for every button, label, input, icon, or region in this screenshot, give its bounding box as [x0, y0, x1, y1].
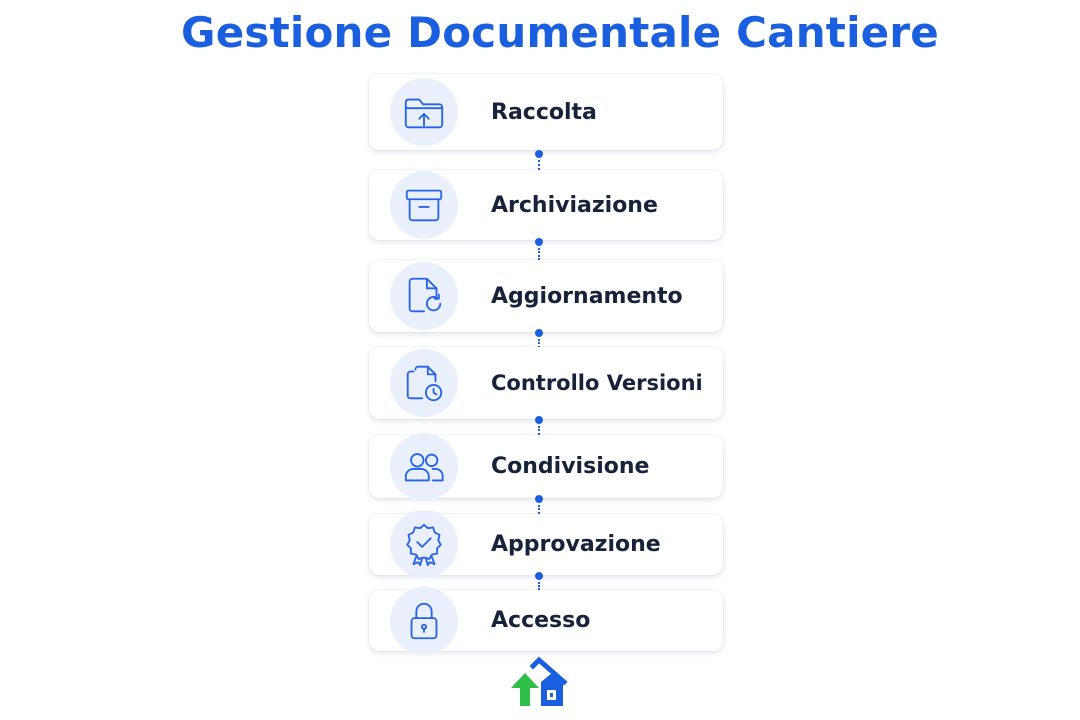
connector-line	[538, 505, 540, 514]
step-card-approvazione: Approvazione	[369, 510, 723, 578]
step-card-archiviazione: Archiviazione	[369, 170, 723, 240]
connector-line	[538, 248, 540, 260]
step-label: Condivisione	[491, 454, 650, 479]
users-icon	[404, 453, 444, 482]
step-card-accesso: Accesso	[369, 587, 723, 655]
flow-connector	[533, 329, 545, 351]
file-refresh-icon	[408, 277, 442, 313]
flow-connector	[533, 495, 545, 514]
connector-dot	[535, 416, 543, 424]
home-arrow-logo-icon	[511, 656, 568, 706]
icon-circle	[390, 433, 458, 501]
icon-circle	[390, 78, 458, 146]
step-label: Accesso	[491, 608, 591, 633]
connector-line	[538, 582, 540, 590]
step-label: Aggiornamento	[491, 283, 683, 309]
process-flow: Raccolta Archiviazione Aggi	[369, 0, 723, 720]
icon-circle	[390, 510, 458, 578]
flow-connector	[533, 572, 545, 590]
folder-upload-icon	[404, 98, 444, 129]
step-label: Controllo Versioni	[491, 371, 703, 395]
connector-line	[538, 426, 540, 435]
step-card-aggiornamento: Aggiornamento	[369, 260, 723, 332]
step-label: Approvazione	[491, 532, 661, 557]
step-card-condivisione: Condivisione	[369, 433, 723, 501]
step-label: Raccolta	[491, 99, 597, 125]
connector-line	[538, 339, 540, 351]
connector-dot	[535, 238, 543, 246]
connector-dot	[535, 495, 543, 503]
flow-connector	[533, 238, 545, 260]
connector-dot	[535, 150, 543, 158]
lock-icon	[410, 602, 438, 640]
connector-dot	[535, 329, 543, 337]
page-title: Gestione Documentale Cantiere	[181, 8, 939, 57]
file-history-icon	[406, 365, 443, 402]
flow-connector	[533, 150, 545, 170]
icon-circle	[390, 262, 458, 330]
step-card-controllo-versioni: Controllo Versioni	[369, 347, 723, 419]
connector-dot	[535, 572, 543, 580]
approval-badge-icon	[406, 523, 442, 566]
icon-circle	[390, 349, 458, 417]
step-card-raccolta: Raccolta	[369, 74, 723, 150]
archive-box-icon	[405, 189, 443, 222]
icon-circle	[390, 587, 458, 655]
connector-line	[538, 160, 540, 170]
step-label: Archiviazione	[491, 192, 658, 218]
icon-circle	[390, 171, 458, 239]
flow-connector	[533, 416, 545, 435]
